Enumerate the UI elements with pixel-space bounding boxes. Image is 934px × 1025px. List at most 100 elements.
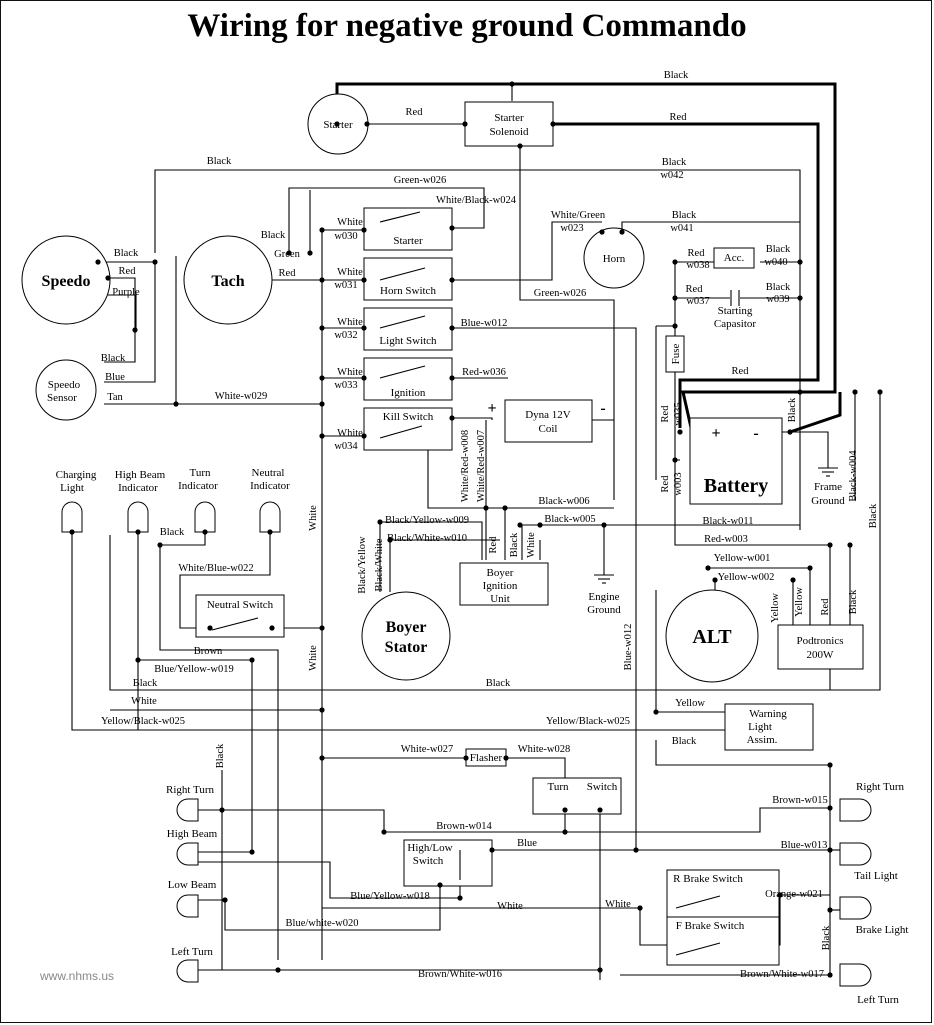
wire-label: Red [406,107,424,118]
turn-indicator-label-1: Turn [190,467,211,479]
junction-dot [449,375,455,381]
wire-label: w030 [334,231,357,242]
junction-dot [249,849,255,855]
junction-dot [797,295,803,301]
speedo-sensor-label-2: Sensor [47,392,77,404]
junction-dot [319,277,325,283]
solenoid-label-1: Starter [494,112,524,124]
junction-dot [672,259,678,265]
junction-dot [364,121,370,127]
flasher-label: Flasher [470,752,503,764]
junction-dot [597,807,603,813]
junction-dot [787,429,793,435]
wire-label: Yellow/Black-w025 [101,716,185,727]
light-switch: Light Switch [363,307,453,351]
wire-label: w039 [766,294,789,305]
coil-plus-label: + [487,400,496,417]
junction-dot [105,275,111,281]
starter-switch-label: Starter [393,235,423,247]
junction-dot [269,625,275,631]
junction-dot [267,529,273,535]
junction-dot [877,389,883,395]
wire-label: w037 [686,296,709,307]
battery-minus-label: - [753,425,758,442]
junction-dot [601,522,607,528]
junction-dot [847,542,853,548]
lamp-tail-light: Tail Light [839,842,898,882]
r-brake-switch-label: R Brake Switch [673,873,743,885]
junction-dot [449,277,455,283]
speedo-gauge: Speedo [21,235,111,325]
junction-dot [517,143,523,149]
wire-label: White-w028 [518,744,571,755]
neutral-indicator-label-2: Indicator [250,480,290,492]
brake-light-label: Brake Light [856,924,909,936]
wire-label: White/Green [551,210,606,221]
neutral-switch-label: Neutral Switch [207,599,274,611]
high-beam-indicator-label-2: Indicator [118,482,158,494]
wire-label: White/Red-w008 [460,430,471,502]
junction-dot [489,847,495,853]
podtronics-label-1: Podtronics [796,635,843,647]
capacitor-label-2: Capasitor [714,318,756,330]
junction-dot [537,522,543,528]
lamp-left-turn-label: Left Turn [171,946,213,958]
wire-label: Red-w003 [704,534,748,545]
junction-dot [502,505,508,511]
wire-label: Black/White [374,538,385,591]
wire-label: Black [509,532,520,557]
junction-dot [705,565,711,571]
lamp-rear-right-turn: Right Turn [839,781,904,822]
wire-label: Blue [517,838,537,849]
wire-label: Red-w036 [462,367,506,378]
rear-right-turn-label: Right Turn [856,781,904,793]
junction-dot [361,277,367,283]
junction-dot [597,967,603,973]
turn-switch-label-2: Switch [587,781,618,793]
junction-dot [797,389,803,395]
wire-label: Brown-w014 [436,821,492,832]
wire-label: Purple [112,287,140,298]
junction-dot [653,709,659,715]
wire-label: Blue/Yellow-w018 [350,891,429,902]
high-low-switch: High/Low Switch [403,839,493,887]
kill-switch: Kill Switch [363,407,453,451]
wire-label: w040 [764,257,787,268]
junction-dot [319,227,325,233]
wire-label: White [308,645,319,671]
page-title: Wiring for negative ground Commando [187,8,746,44]
wire-label: Blue/Yellow-w019 [154,664,233,675]
warning-light-assim: Warning Light Assim. [724,703,814,751]
junction-dot [672,323,678,329]
wire-label: Black/Yellow [357,536,368,594]
junction-dot [69,529,75,535]
junction-dot [286,250,292,256]
wire-label: w033 [334,380,357,391]
junction-dot [361,375,367,381]
wire-label: Brown-w015 [772,795,827,806]
boyer-unit-label-3: Unit [490,593,510,605]
wire-label: White [337,267,363,278]
junction-dot [562,829,568,835]
junction-dot [462,121,468,127]
charging-light-label-2: Light [60,482,84,494]
wire-label: White-w029 [215,391,268,402]
wire-label: Black/White-w010 [387,533,467,544]
warning-light-label-3: Assim. [747,734,778,746]
wire-label: Brown [194,646,223,657]
junction-dot [827,805,833,811]
junction-dot [449,415,455,421]
wire-label: Black-w004 [848,450,859,502]
junction-dot [307,250,313,256]
wire-label: Tan [107,392,123,403]
wire-label: Black [821,925,832,950]
junction-dot [509,81,515,87]
wire-label: Red [660,475,671,493]
wire-label: Black/Yellow-w009 [385,515,469,526]
wire-label: Red [660,405,671,423]
fuse-label: Fuse [670,343,682,364]
junction-dot [135,529,141,535]
wire-label: White/Black-w024 [436,195,517,206]
junction-dot [222,897,228,903]
brake-switches: R Brake Switch F Brake Switch [666,869,780,966]
